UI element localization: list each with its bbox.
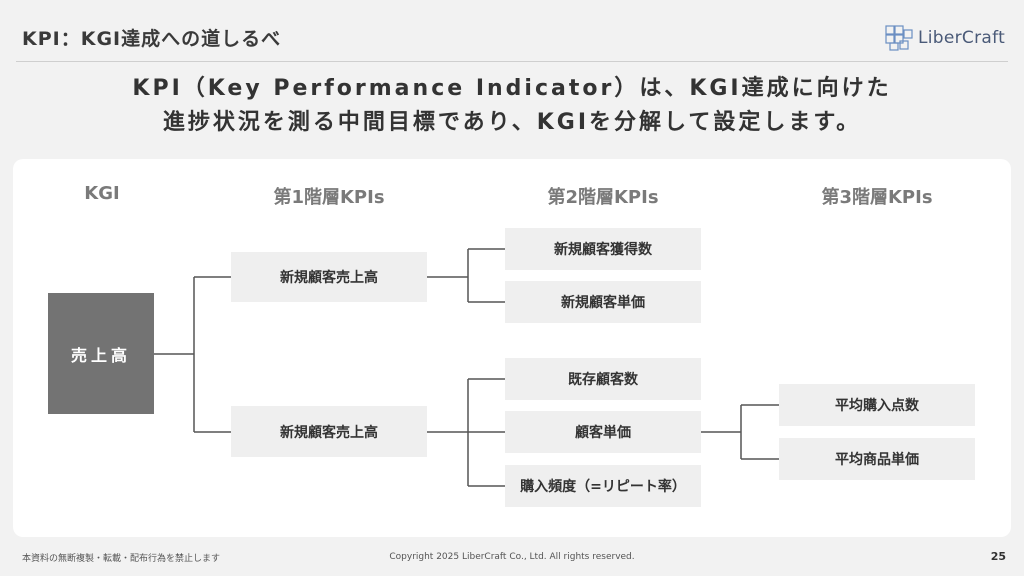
level2-box: 新規顧客獲得数 <box>505 228 701 270</box>
header-divider <box>16 61 1008 62</box>
headline: KPI（Key Performance Indicator）は、KGI達成に向け… <box>0 72 1024 140</box>
kgi-box-sales: 売上高 <box>48 293 154 414</box>
connector-level1a-level2 <box>427 248 505 303</box>
column-header-level2: 第2階層KPIs <box>547 187 659 208</box>
level3-box: 平均購入点数 <box>779 384 975 426</box>
cube-logo-icon <box>885 25 913 51</box>
level1-box: 新規顧客売上高 <box>231 252 427 302</box>
page-number: 25 <box>990 550 1006 563</box>
logo-text: LiberCraft <box>918 28 1006 48</box>
level3-box: 平均商品単価 <box>779 438 975 480</box>
column-header-kgi: KGI <box>84 183 120 204</box>
level2-box: 購入頻度（=リピート率） <box>505 465 701 507</box>
connector-kgi-level1 <box>154 276 231 433</box>
libercraft-logo: LiberCraft <box>884 24 1005 52</box>
connector-level1b-level2 <box>427 378 505 487</box>
headline-line-1: KPI（Key Performance Indicator）は、KGI達成に向け… <box>132 76 892 101</box>
footer-copyright: Copyright 2025 LiberCraft Co., Ltd. All … <box>389 552 635 562</box>
connector-level2-level3 <box>701 404 779 460</box>
column-header-level3: 第3階層KPIs <box>821 187 933 208</box>
level2-box: 顧客単価 <box>505 411 701 453</box>
column-header-level1: 第1階層KPIs <box>273 187 385 208</box>
level2-box: 新規顧客単価 <box>505 281 701 323</box>
level2-box: 既存顧客数 <box>505 358 701 400</box>
headline-line-2: 進捗状況を測る中間目標であり、KGIを分解して設定します。 <box>162 110 862 135</box>
footer-notice: 本資料の無断複製・転載・配布行為を禁止します <box>22 554 221 564</box>
level1-box: 新規顧客売上高 <box>231 406 427 457</box>
page-title: KPI：KGI達成への道しるべ <box>22 28 282 50</box>
